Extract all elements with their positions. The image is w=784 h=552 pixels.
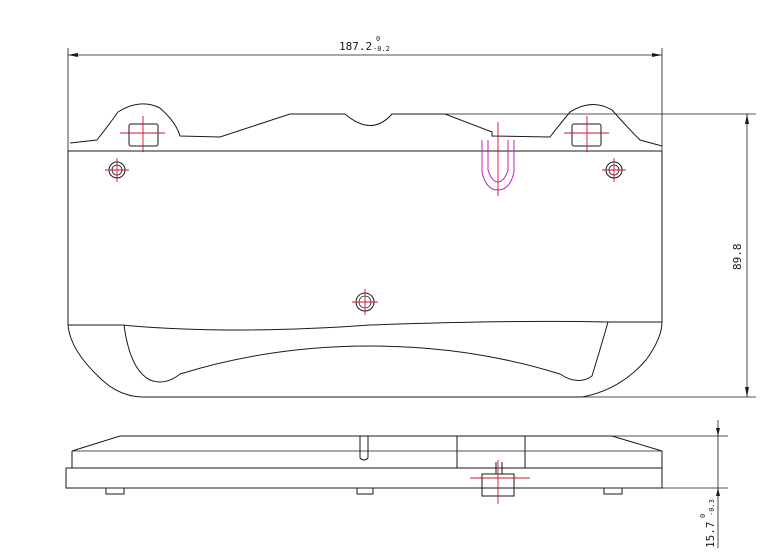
thickness-dimension: 15.7 0 -0.3 [612, 420, 728, 548]
height-value: 89.8 [731, 244, 744, 271]
thickness-upper-tol: 0 [699, 514, 707, 518]
width-dimension: 187.2 0 -0.2 [67, 35, 663, 322]
right-hole [602, 158, 626, 182]
friction-lower-edge [123, 321, 609, 383]
backing-plate-outline [67, 150, 663, 398]
wear-indicator-clip [481, 122, 515, 196]
width-lower-tol: -0.2 [373, 45, 390, 53]
right-guide-pin [564, 116, 609, 152]
side-view [65, 435, 663, 504]
left-hole [105, 158, 129, 182]
center-hole [352, 289, 378, 315]
height-dimension: 89.8 [445, 113, 756, 398]
thickness-lower-tol: -0.3 [708, 499, 716, 516]
friction-material-outline [69, 103, 663, 147]
width-upper-tol: 0 [376, 35, 380, 43]
thickness-value: 15.7 [704, 522, 717, 549]
left-guide-pin [120, 116, 165, 152]
width-value: 187.2 [339, 40, 372, 53]
